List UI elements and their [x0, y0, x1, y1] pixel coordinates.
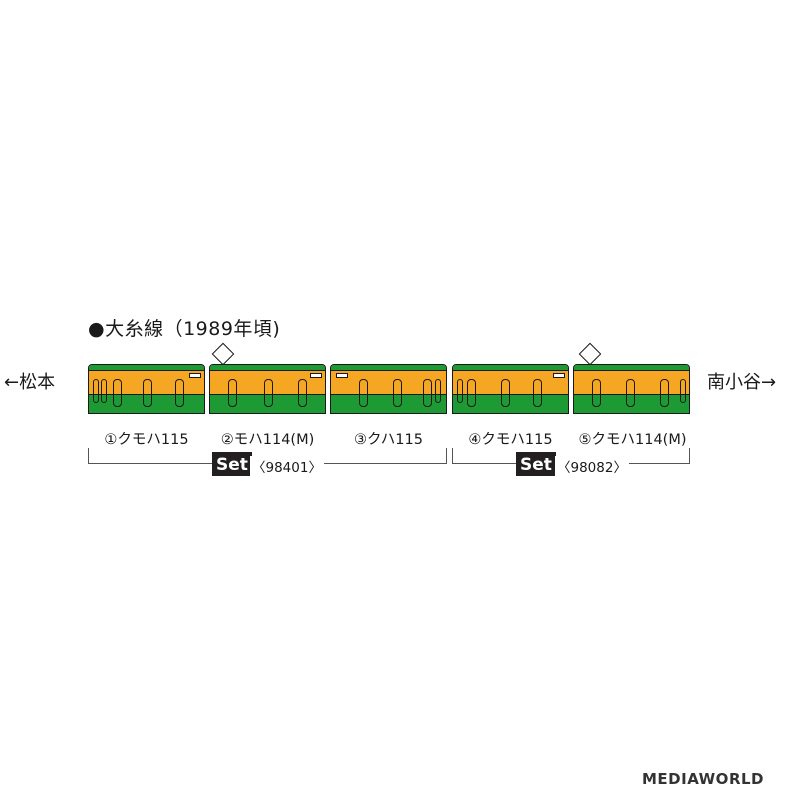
set-badge-1: Set [212, 452, 252, 476]
train-car-1 [88, 364, 205, 414]
car-label-2: ②モハ114(M) [220, 432, 315, 448]
direction-left-label: ←松本 [4, 372, 56, 393]
car-label-3: ③クハ115 [354, 432, 423, 448]
car-label-1: ①クモハ115 [104, 432, 189, 448]
train-car-3 [330, 364, 447, 414]
pantograph-diamond-icon [211, 342, 235, 366]
set-number-1: 〈98401〉 [250, 456, 324, 476]
watermark-logo: MEDIAWORLD [642, 770, 764, 788]
direction-right-label: 南小谷→ [707, 372, 777, 393]
set-number-2: 〈98082〉 [555, 456, 629, 476]
pantograph-diamond-icon [578, 342, 602, 366]
train-car-4 [452, 364, 569, 414]
car-label-4: ④クモハ115 [468, 432, 553, 448]
line-title: ●大糸線（1989年頃) [88, 318, 281, 340]
car-label-5: ⑤クモハ114(M) [578, 432, 687, 448]
set-badge-2: Set [516, 452, 556, 476]
train-car-2 [209, 364, 326, 414]
train-car-5 [573, 364, 690, 414]
